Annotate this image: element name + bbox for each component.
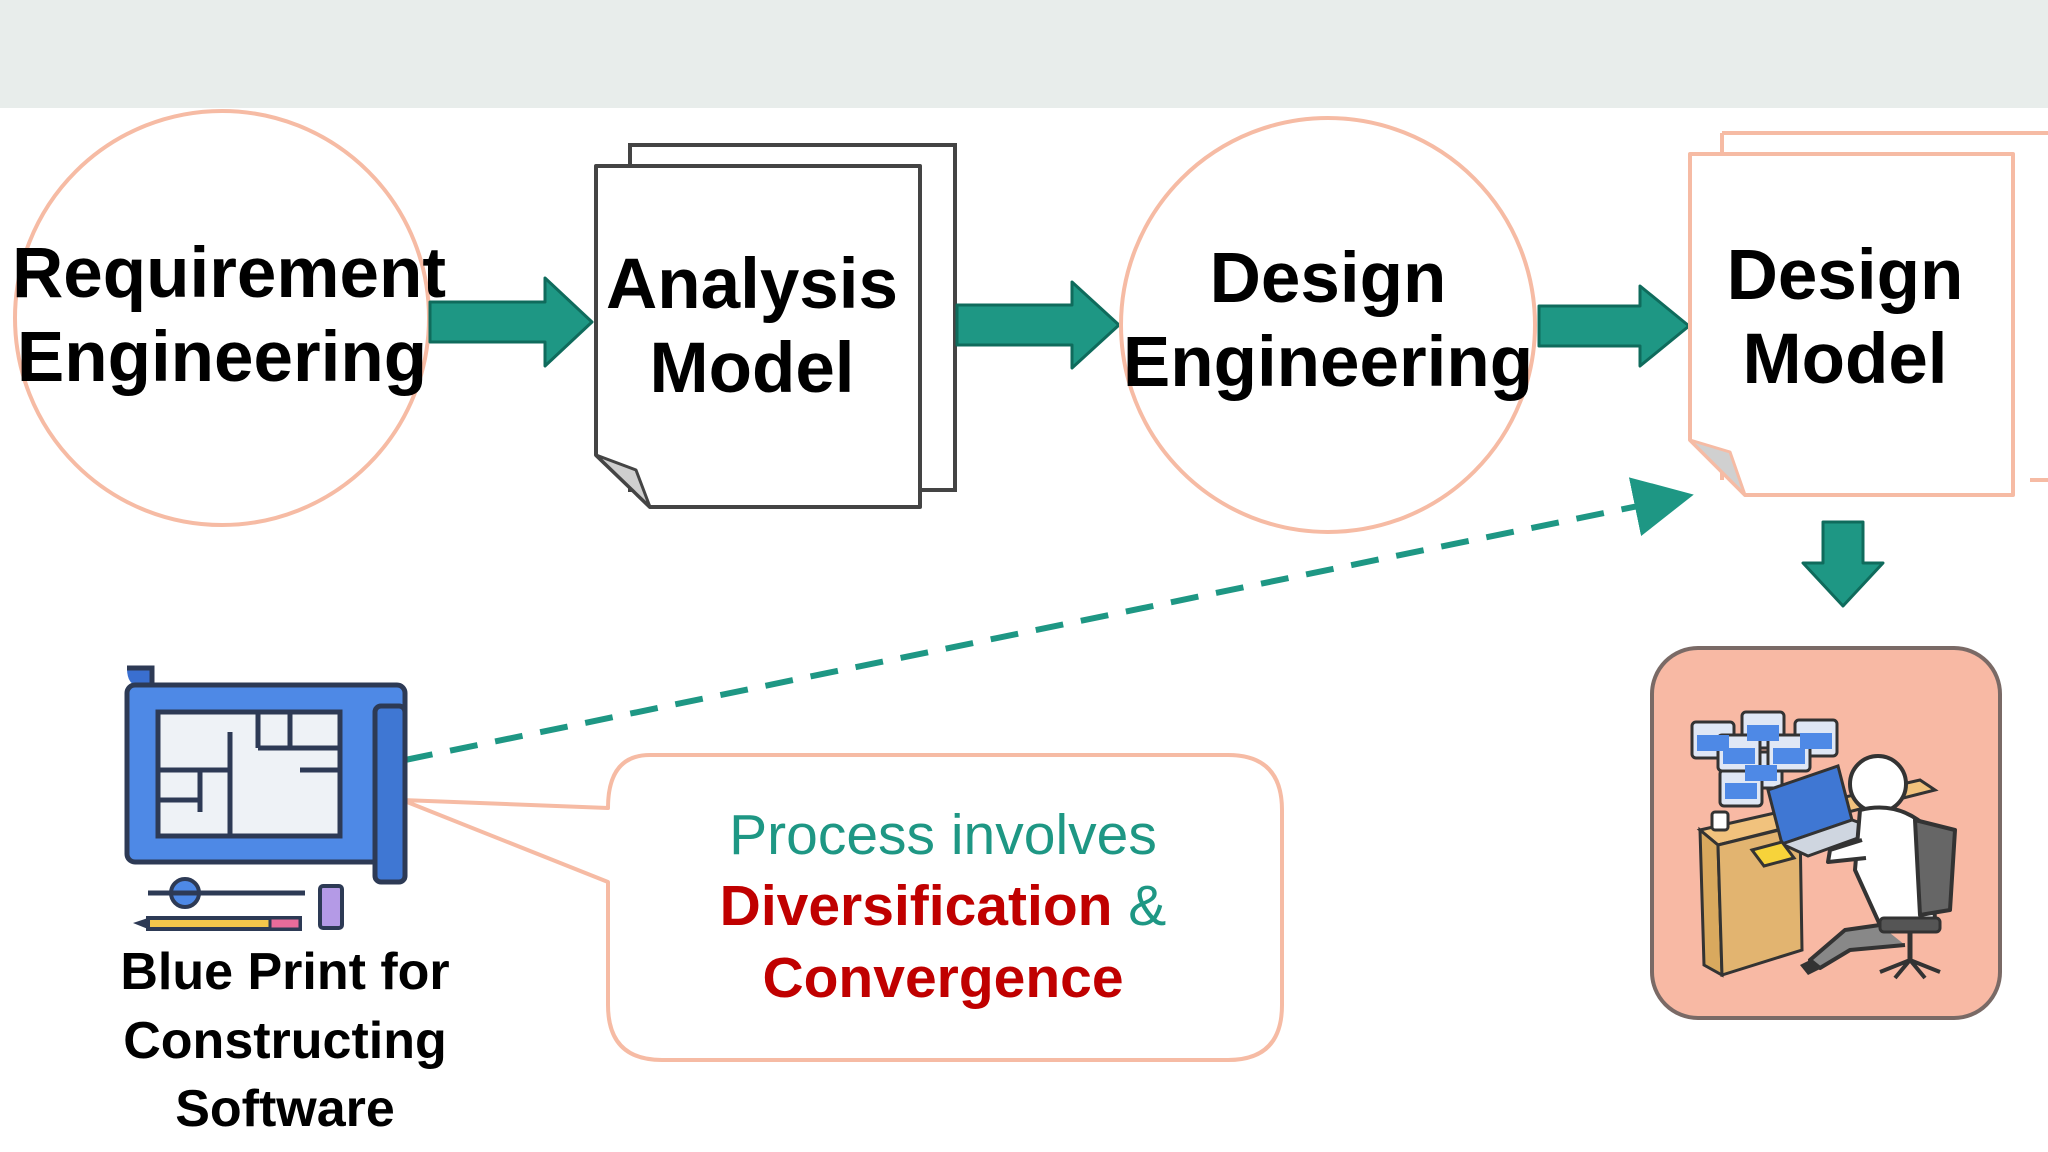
analysis-model-line1: Analysis xyxy=(605,245,899,324)
flow-arrow-1 xyxy=(428,276,594,368)
design-engineering-line2: Engineering xyxy=(1122,322,1534,402)
requirement-engineering-label: Requirement Engineering xyxy=(12,232,446,400)
blueprint-caption-line1: Blue Print for xyxy=(120,943,450,1001)
dashed-connector xyxy=(404,477,1694,763)
convergence-word: Convergence xyxy=(762,945,1124,1010)
ampersand: & xyxy=(1128,874,1167,939)
design-model-line1: Design xyxy=(1726,236,1964,315)
developer-at-desk-icon xyxy=(1650,646,2002,1020)
callout-line1: Process involves xyxy=(729,803,1157,867)
design-model-document xyxy=(1688,131,2048,497)
callout-bubble xyxy=(400,753,1284,1062)
requirement-engineering-line1: Requirement xyxy=(12,234,446,313)
blueprint-caption-line3: Software xyxy=(175,1080,395,1139)
flow-arrow-down xyxy=(1801,520,1885,608)
callout-text: Process involves Diversification & Conve… xyxy=(608,800,1278,1014)
design-engineering-circle xyxy=(1119,116,1537,534)
design-engineering-line1: Design xyxy=(1209,239,1447,318)
callout-line2: Diversification & xyxy=(608,871,1278,942)
blueprint-caption-line2: Constructing xyxy=(123,1011,447,1070)
design-engineering-label: Design Engineering xyxy=(1118,237,1538,405)
analysis-model-document xyxy=(594,143,957,509)
header-band xyxy=(0,0,2048,108)
requirement-engineering-line2: Engineering xyxy=(16,317,428,397)
analysis-model-line2: Model xyxy=(649,328,855,408)
analysis-model-label: Analysis Model xyxy=(602,243,902,411)
diversification-word: Diversification xyxy=(719,874,1113,939)
blueprint-icon xyxy=(124,665,408,931)
blueprint-caption: Blue Print for Constructing Software xyxy=(70,938,500,1144)
design-model-label: Design Model xyxy=(1700,234,1990,402)
flow-arrow-3 xyxy=(1537,284,1691,368)
flow-arrow-2 xyxy=(955,280,1121,370)
design-model-line2: Model xyxy=(1742,319,1948,399)
